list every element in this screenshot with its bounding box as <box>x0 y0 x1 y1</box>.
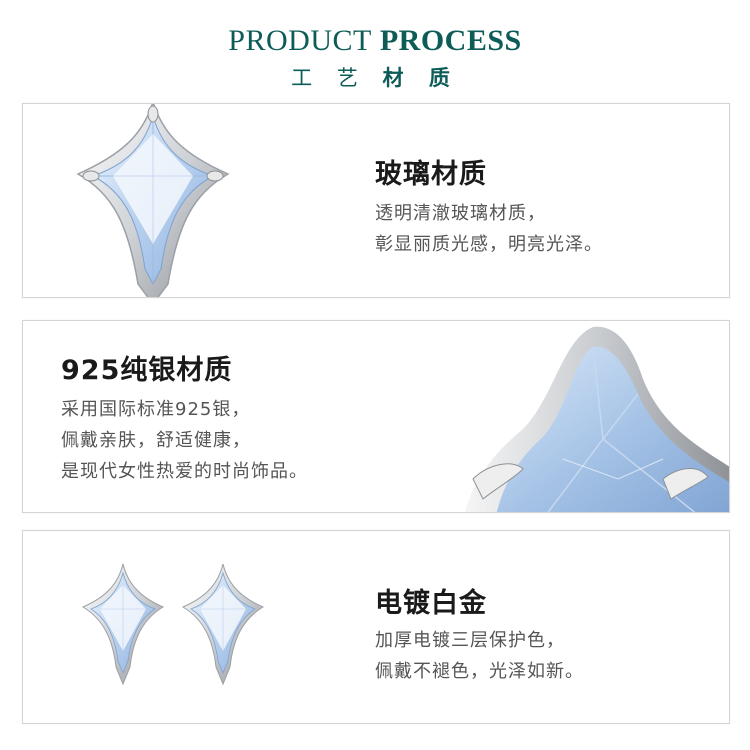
header-title-cn-bold: 材 质 <box>382 66 459 90</box>
earring-pair-icon <box>68 559 288 694</box>
header-title-cn: 工 艺 材 质 <box>0 62 750 92</box>
card-description-line: 佩戴亲肤，舒适健康， <box>61 430 251 451</box>
card-title: 玻璃材质 <box>375 159 487 190</box>
card-description: 透明清澈玻璃材质， 彰显丽质光感，明亮光泽。 <box>375 198 603 260</box>
card-description-line: 透明清澈玻璃材质， <box>375 203 546 224</box>
glass-stud-earring-icon <box>53 104 253 297</box>
feature-card-silver: 925纯银材质 采用国际标准925银， 佩戴亲肤，舒适健康， 是现代女性热爱的时… <box>22 320 730 513</box>
card-title: 电镀白金 <box>375 588 487 619</box>
feature-card-glass: 玻璃材质 透明清澈玻璃材质， 彰显丽质光感，明亮光泽。 <box>22 103 730 298</box>
card-description-line: 是现代女性热爱的时尚饰品。 <box>61 461 308 482</box>
card-description-line: 彰显丽质光感，明亮光泽。 <box>375 234 603 255</box>
silver-prong-closeup-icon <box>443 321 729 512</box>
header-title-en-bold: PROCESS <box>379 24 522 57</box>
card-description: 采用国际标准925银， 佩戴亲肤，舒适健康， 是现代女性热爱的时尚饰品。 <box>61 394 308 487</box>
card-description: 加厚电镀三层保护色， 佩戴不褪色，光泽如新。 <box>375 625 584 687</box>
card-description-line: 采用国际标准925银， <box>61 399 251 420</box>
card-description-line: 加厚电镀三层保护色， <box>375 630 565 651</box>
header-title-en-light: PRODUCT <box>228 24 372 57</box>
header-title-cn-light: 工 艺 <box>291 66 367 90</box>
card-title: 925纯银材质 <box>61 355 233 386</box>
feature-card-plating: 电镀白金 加厚电镀三层保护色， 佩戴不褪色，光泽如新。 <box>22 530 730 724</box>
card-description-line: 佩戴不褪色，光泽如新。 <box>375 661 584 682</box>
